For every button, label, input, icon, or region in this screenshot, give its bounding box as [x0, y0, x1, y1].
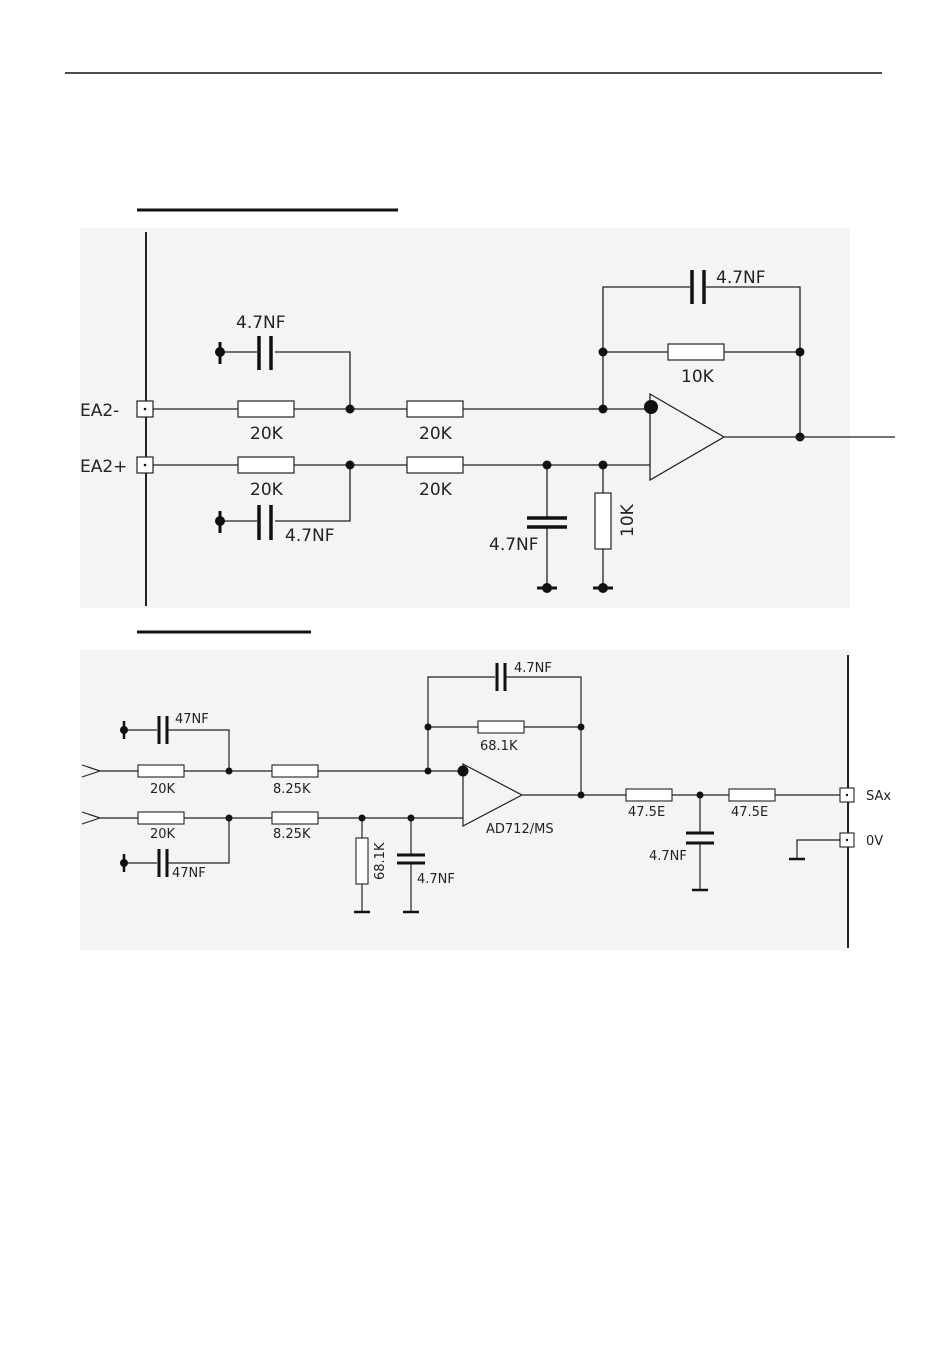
r2-2-label: 20K [150, 827, 176, 842]
c-ground-label: 4.7NF [489, 535, 539, 555]
c2-ground-label: 4.7NF [417, 872, 455, 887]
terminal-ea2-minus-label: EA2- [80, 401, 119, 421]
c2-top-label: 47NF [175, 712, 209, 727]
c-top-label: 4.7NF [236, 313, 286, 333]
r2-feedback-label: 68.1K [480, 739, 518, 754]
c2-out-label: 4.7NF [649, 849, 687, 864]
r2-3-label: 8.25K [273, 782, 311, 797]
r4-label: 20K [419, 480, 453, 500]
c2-bottom-label: 47NF [172, 866, 206, 881]
c-feedback-label: 4.7NF [716, 268, 766, 288]
terminal-ea2-plus-label: EA2+ [80, 457, 127, 477]
c-bottom-label: 4.7NF [285, 526, 335, 546]
c2-feedback-label: 4.7NF [514, 661, 552, 676]
circuit-1: EA2- EA2+ [80, 210, 895, 608]
r2-label: 20K [419, 424, 453, 444]
r2-out1-label: 47.5E [628, 805, 665, 820]
r2-4-label: 8.25K [273, 827, 311, 842]
r-feedback-label: 10K [681, 367, 715, 387]
terminal-0v-label: 0V [866, 834, 883, 849]
r1-label: 20K [250, 424, 284, 444]
r2-1-label: 20K [150, 782, 176, 797]
r2-ground-label: 68.1K [373, 842, 388, 880]
r3-label: 20K [250, 480, 284, 500]
r-ground-label: 10K [618, 503, 638, 537]
circuit-2: 47NF 47NF 4.7NF 4.7NF 4.7NF 20K 20K 8.25… [80, 632, 891, 950]
r2-out2-label: 47.5E [731, 805, 768, 820]
opamp-label: AD712/MS [486, 822, 554, 837]
terminal-sax-label: SAx [866, 789, 891, 804]
